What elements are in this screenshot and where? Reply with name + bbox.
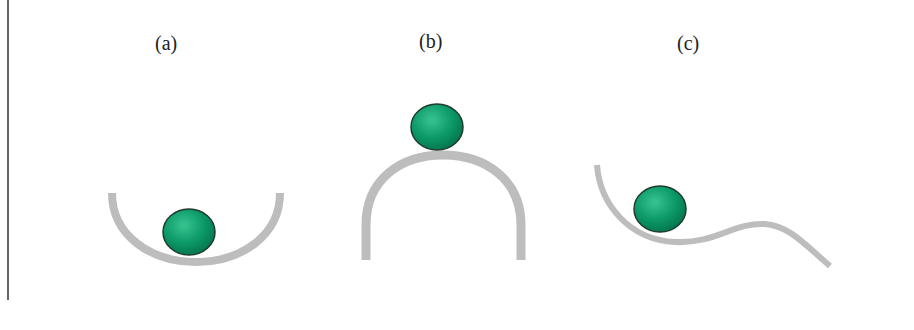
hill-surface	[366, 155, 521, 260]
frame-line	[7, 0, 9, 300]
panel-label: (a)	[155, 32, 177, 55]
wavy-surface	[597, 165, 830, 266]
ball	[163, 209, 215, 255]
bowl-surface	[112, 193, 280, 262]
ball	[411, 104, 463, 150]
ball	[634, 186, 686, 232]
panel-label: (b)	[419, 30, 442, 53]
panel-label: (c)	[677, 32, 699, 55]
